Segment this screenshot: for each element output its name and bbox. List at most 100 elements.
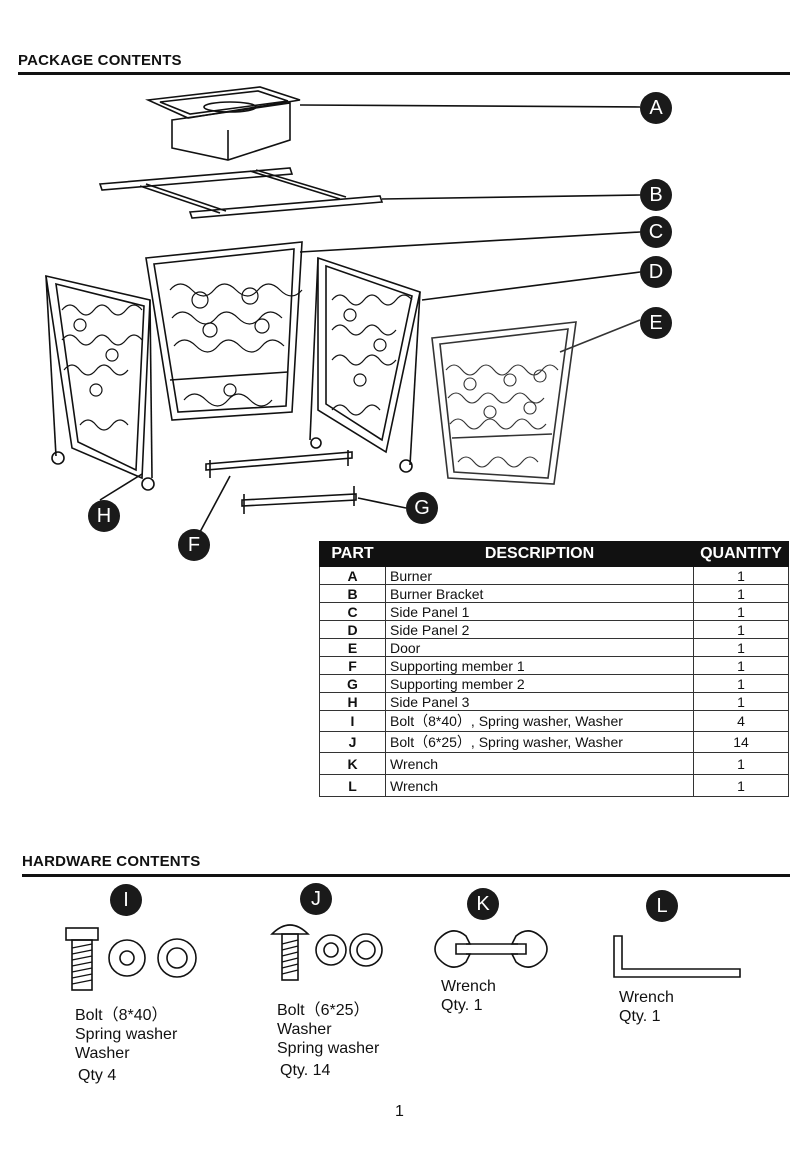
row-part: F [319,656,386,675]
row-part: J [319,731,386,753]
row-description: Burner [385,566,694,585]
parts-table-header: PART DESCRIPTION QUANTITY [319,541,789,567]
washer-6-drawing [349,933,383,967]
row-description: Bolt（8*40）, Spring washer, Washer [385,710,694,732]
spring-washer-8-drawing [108,939,146,977]
package-title-rule [18,72,790,75]
row-description: Bolt（6*25）, Spring washer, Washer [385,731,694,753]
hw-j-line-4: Qty. 14 [280,1062,331,1079]
hardware-item-l-text: Wrench Qty. 1 [619,988,674,1026]
row-description: Door [385,638,694,657]
row-part: E [319,638,386,657]
row-part: B [319,584,386,603]
callout-d: D [640,256,672,288]
header-quantity: QUANTITY [693,541,789,567]
row-part: C [319,602,386,621]
burner-bracket-drawing [98,167,641,219]
row-description: Supporting member 1 [385,656,694,675]
callout-e: E [640,307,672,339]
hardware-item-j-text: Bolt（6*25） Washer Spring washer Qty. 14 [277,1001,379,1080]
header-description: DESCRIPTION [385,541,694,567]
washer-8-drawing [157,938,197,978]
row-quantity: 14 [693,731,789,753]
hw-j-line-2: Washer [277,1021,332,1038]
hw-i-line-2: Spring washer [75,1026,178,1043]
callout-l: L [646,890,678,922]
row-quantity: 1 [693,584,789,603]
hardware-item-k-text: Wrench Qty. 1 [441,977,496,1015]
callout-j: J [300,883,332,915]
page-number: 1 [395,1103,404,1120]
open-wrench-drawing [434,930,548,968]
callout-h: H [88,500,120,532]
row-quantity: 1 [693,566,789,585]
row-description: Side Panel 2 [385,620,694,639]
header-part: PART [319,541,386,567]
row-quantity: 1 [693,602,789,621]
row-part: L [319,774,386,797]
row-quantity: 4 [693,710,789,732]
callout-c: C [640,216,672,248]
hw-i-line-4: Qty 4 [78,1067,117,1084]
row-description: Side Panel 1 [385,602,694,621]
row-quantity: 1 [693,692,789,711]
hw-l-line-2: Qty. 1 [619,1008,661,1025]
hw-i-line-3: Washer [75,1045,130,1062]
package-contents-title: PACKAGE CONTENTS [18,52,182,69]
row-description: Wrench [385,774,694,797]
row-quantity: 1 [693,638,789,657]
row-description: Supporting member 2 [385,674,694,693]
burner-drawing [145,86,641,161]
hw-j-line-3: Spring washer [277,1040,380,1057]
spring-washer-6-drawing [315,934,347,966]
hw-i-line-1: Bolt（8*40） [75,1007,168,1024]
row-quantity: 1 [693,774,789,797]
callout-f: F [178,529,210,561]
bolt-6x25-drawing [270,924,310,981]
row-quantity: 1 [693,752,789,775]
door-drawing [431,319,641,485]
callout-k: K [467,888,499,920]
row-part: A [319,566,386,585]
supporting-member-1-drawing [199,450,353,533]
row-quantity: 1 [693,620,789,639]
row-part: K [319,752,386,775]
bolt-8x40-drawing [65,927,99,991]
row-part: H [319,692,386,711]
callout-g: G [406,492,438,524]
hw-k-line-2: Qty. 1 [441,997,483,1014]
row-part: I [319,710,386,732]
callout-b: B [640,179,672,211]
hw-j-line-1: Bolt（6*25） [277,1002,370,1019]
row-quantity: 1 [693,674,789,693]
row-part: G [319,674,386,693]
row-part: D [319,620,386,639]
hex-key-drawing [613,935,741,978]
side-panel-1-drawing [145,231,641,421]
hw-l-line-1: Wrench [619,989,674,1006]
row-description: Wrench [385,752,694,775]
side-panel-2-drawing [309,256,641,473]
hardware-title-rule [22,874,790,877]
row-description: Side Panel 3 [385,692,694,711]
hw-k-line-1: Wrench [441,978,496,995]
row-description: Burner Bracket [385,584,694,603]
hardware-contents-title: HARDWARE CONTENTS [22,853,201,870]
supporting-member-2-drawing [241,486,407,514]
row-quantity: 1 [693,656,789,675]
callout-i: I [110,884,142,916]
callout-a: A [640,92,672,124]
